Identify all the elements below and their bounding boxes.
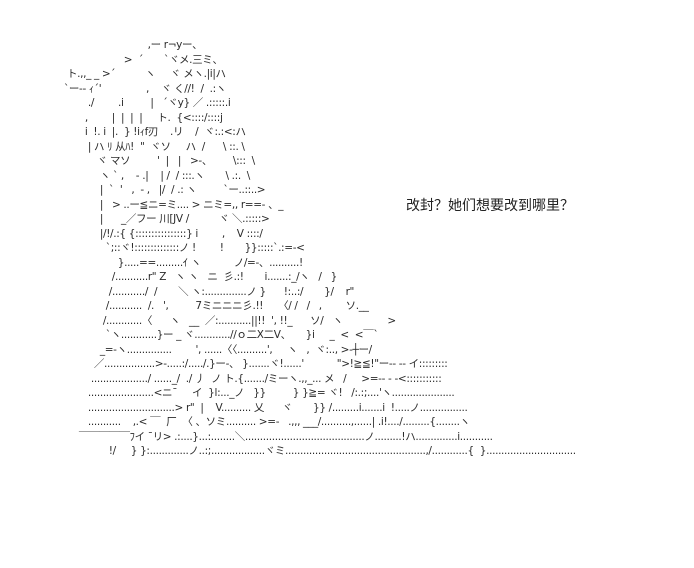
ascii-art-line: ,ー r¬yー、 (58, 39, 203, 51)
ascii-art-line: i !. i |. } !iｨf刃 .リ / ヾ:.:<:ハ (58, 126, 246, 138)
ascii-art-line: | ` ' , - , |/ / .: ヽ `ー..::..> (58, 184, 266, 196)
ascii-art-line: | _／フー 川[JV / ヾ ＼.:::::> (58, 213, 270, 225)
ascii-art-line: | ハ ﾘ 从ﾊ! " ヾソ ハ / \ ::. \ (58, 140, 245, 153)
ascii-art-line: ￣￣￣￣￣ﾌイ ¯リ> .:....}...:........＼........… (58, 430, 493, 443)
ascii-art-line: `ヽ............}ー _ ヾ............//ｏ二X二V、… (58, 329, 379, 341)
ascii-art-line: > ´ `ヾメ.三ミ、 (58, 53, 223, 66)
ascii-art-line: /............〈 ヽ __ ／:...........||!! ',… (58, 314, 396, 327)
ascii-art-line: ／.................>-.....:/...../.}ー-、 }… (58, 358, 448, 370)
ascii-art-line: /...........r" Z ヽ ヽ ニ 彡.:! i.......:_/ヽ… (58, 271, 337, 283)
ascii-art-line: ......................<ニ¯ イ }l:..._ノ }} … (58, 387, 455, 399)
ascii-art-line: /.........../ / ＼ ヽ:..............ノ } !:… (58, 285, 355, 298)
ascii-art-line: ト.,,_ _ >´ ヽ ヾ メヽ.|i|ハ (58, 68, 226, 80)
ascii-art-line: | > ..ー≦ニ=ミ.... > ニミ=,, r==- 、_ (58, 198, 284, 211)
ascii-art-illustration: ,ー r¬yー、 > ´ `ヾメ.三ミ、 ト.,,_ _ >´ ヽ ヾ メヽ.|… (58, 38, 576, 459)
ascii-art-line: ........... ,.< ￣ 厂 〈 、ソミ.......... >=- … (58, 416, 470, 428)
ascii-art-line: }.....==.........ｲ ヽ ノ/=-、..........! (58, 256, 303, 269)
ascii-art-line: !/ } }:.............ノ..:;...............… (58, 445, 576, 457)
ascii-art-line: `ー-- ｨ´' , ヾ く//! / .:ヽ (58, 82, 226, 95)
ascii-art-line: ./ .i | ´ヾy} ／ .:::::.i (58, 97, 231, 109)
ascii-art-line: ヾ マソ ' | | >-、 \::: \ (58, 155, 255, 167)
ascii-art-line: `;::ヾ!::::::::::::::ノ ! ! }}:::::`.:=-< (58, 242, 305, 254)
ascii-art-line: |/!/.:{ {::::::::::::::::} i , V ::::/ (58, 227, 263, 240)
ascii-art-line: ヽ ` , - .| | / / :::.ヽ \ .:. \ (58, 169, 251, 182)
ascii-art-line: _=-ヽ............... ', ......〈〈.........… (58, 343, 372, 356)
ascii-art-line: .............................> r" | V...… (58, 401, 468, 414)
caption-text: 改封？她们想要改到哪里？ (406, 198, 574, 214)
ascii-art-line: /........... /. ', 7ミニニニ彡.!! 〈/ / / , ソ.… (58, 300, 369, 312)
ascii-art-line: , | | | | ト. {<::::/::::j (58, 111, 223, 124)
ascii-art-line: .................../ ......_/ ./ 丿 ノ ト.{… (58, 372, 442, 385)
